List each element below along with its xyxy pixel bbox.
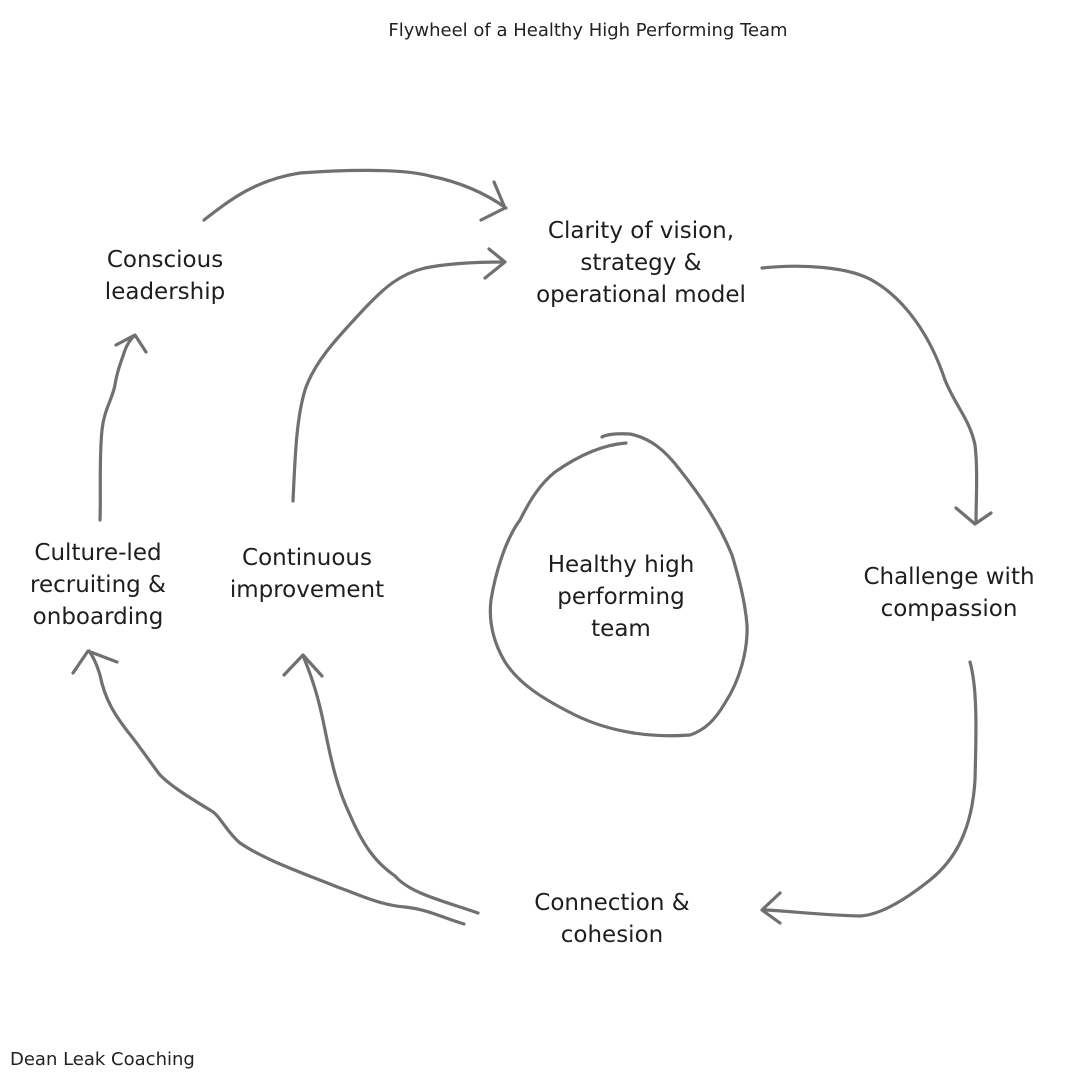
arrow-challenge-to-connection [760, 660, 978, 925]
arrow-continuous-to-clarity [291, 247, 507, 503]
node-culture-led-recruiting: Culture-led recruiting & onboarding [29, 540, 167, 630]
node-continuous-improvement: Continuous improvement [229, 545, 385, 603]
arrow-clarity-to-challenge [760, 264, 993, 526]
node-healthy-high-performing-team: Healthy high performing team [547, 552, 695, 642]
arrow-conscious-to-clarity [202, 168, 508, 222]
footer-credit: Dean Leak Coaching [10, 1049, 195, 1070]
diagram-title: Flywheel of a Healthy High Performing Te… [388, 20, 788, 41]
center-loop [488, 432, 749, 738]
node-conscious-leadership: Conscious leadership [104, 247, 226, 305]
arrow-connection-to-continuous [282, 653, 480, 915]
node-connection-and-cohesion: Connection & cohesion [534, 890, 690, 948]
arrow-culture-to-conscious [98, 333, 148, 522]
arrow-connection-to-culture [71, 649, 466, 926]
node-challenge-with-compassion: Challenge with compassion [863, 564, 1035, 622]
node-clarity-of-vision: Clarity of vision, strategy & operationa… [536, 218, 746, 308]
